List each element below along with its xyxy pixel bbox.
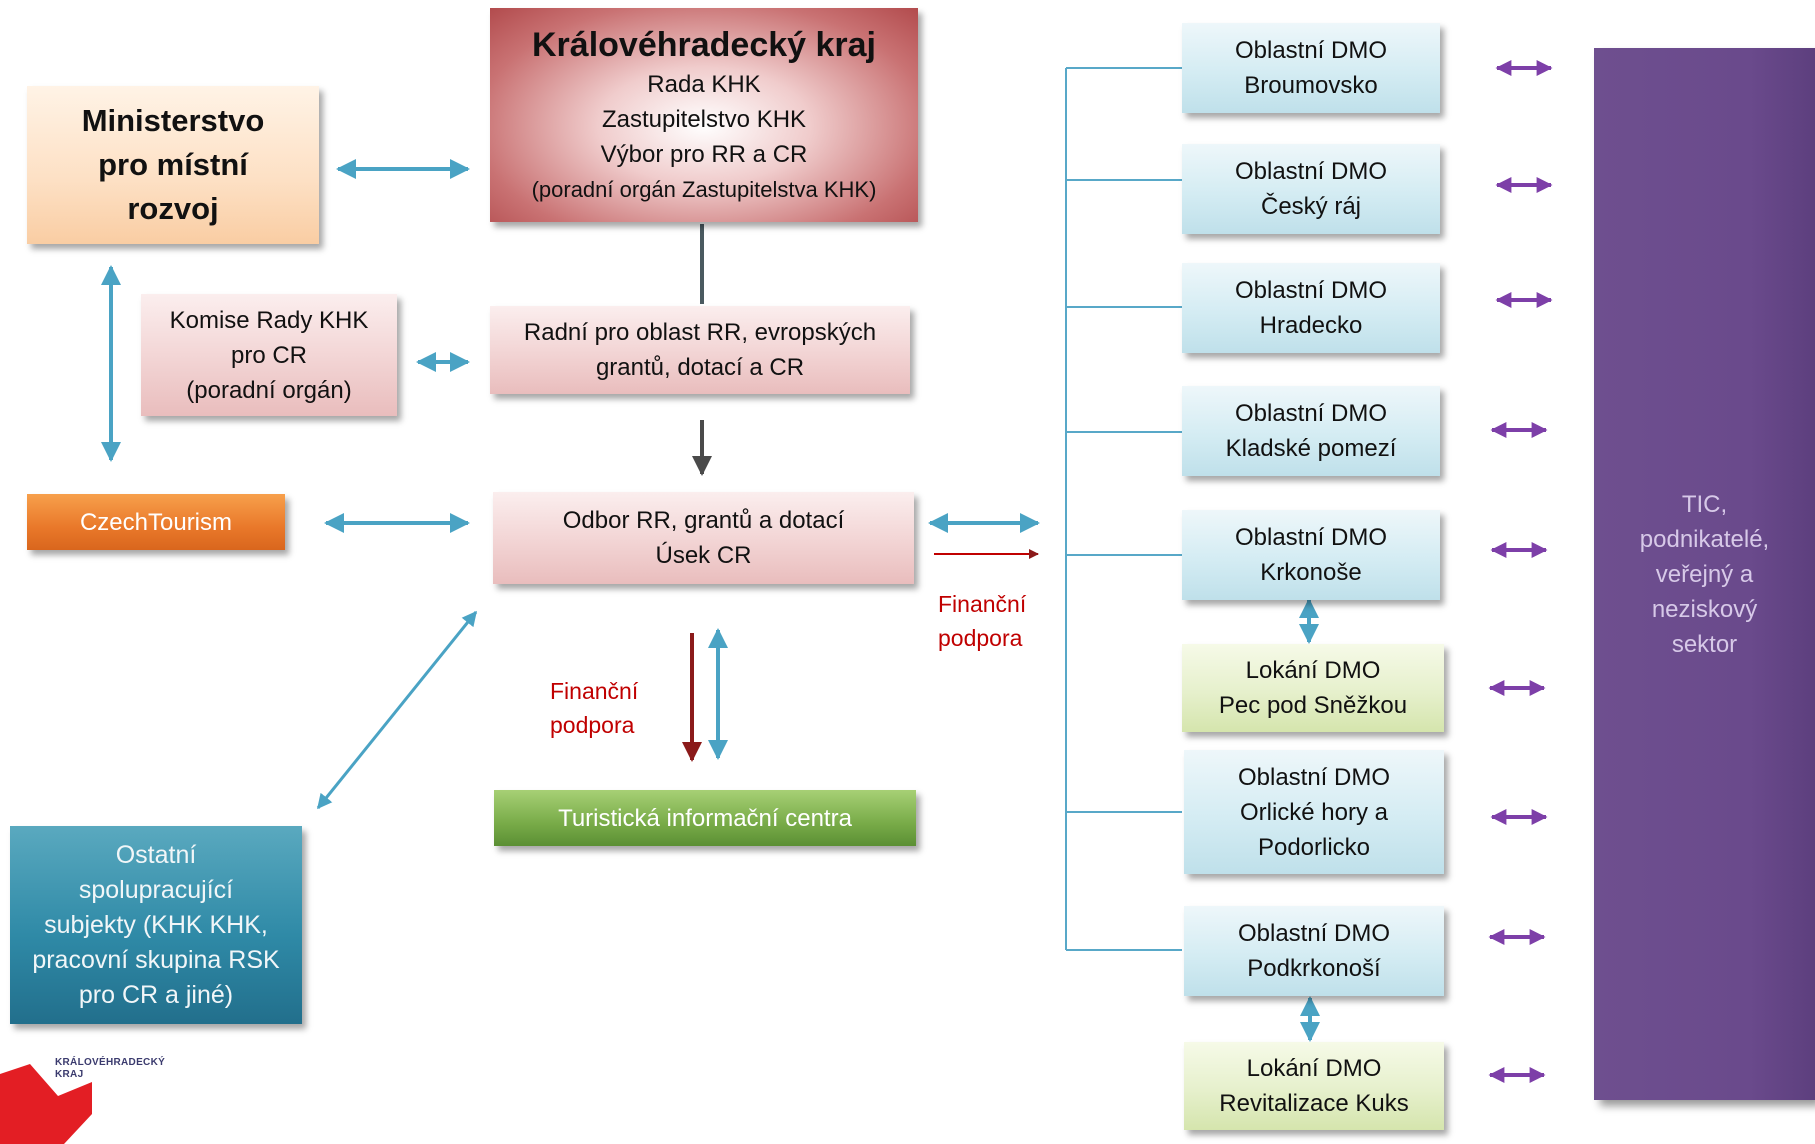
- tic-sektor-line: TIC,: [1681, 490, 1728, 518]
- kraj-box: Královéhradecký kraj Rada KHK Zastupitel…: [490, 8, 918, 222]
- dmo-line: Český ráj: [1260, 193, 1362, 220]
- dmo-line: Kladské pomezí: [1225, 435, 1397, 462]
- dmo-line: Lokání DMO: [1246, 1055, 1382, 1082]
- tic-centra-label: Turistická informační centra: [558, 804, 852, 832]
- kraj-line: Rada KHK: [647, 71, 761, 98]
- kraj-line: Výbor pro RR a CR: [600, 141, 808, 168]
- tic-sektor-box: TIC, podnikatelé, veřejný a neziskový se…: [1594, 48, 1815, 1100]
- logo-text: KRÁLOVÉHRADECKÝ KRAJ: [55, 1057, 165, 1081]
- dmo-line: Krkonoše: [1260, 559, 1362, 586]
- ostatni-line: spolupracující: [78, 875, 234, 904]
- dmo-line: Oblastní DMO: [1237, 763, 1391, 791]
- tic-centra-box: Turistická informační centra: [494, 790, 916, 846]
- kraj-line: (poradní orgán Zastupitelstva KHK): [531, 177, 877, 202]
- dmo-box-podkrkonosi: Oblastní DMO Podkrkonoší: [1184, 906, 1444, 996]
- komise-box: Komise Rady KHK pro CR (poradní orgán): [141, 294, 397, 416]
- tic-sektor-line: veřejný a: [1655, 560, 1754, 588]
- dmo-box-revitalizace-kuks: Lokání DMO Revitalizace Kuks: [1184, 1042, 1444, 1130]
- tic-sektor-line: neziskový: [1651, 595, 1758, 623]
- ostatni-line: pracovní skupina RSK: [32, 945, 280, 974]
- ostatni-line: pro CR a jiné): [78, 980, 234, 1009]
- dmo-line: Podkrkonoší: [1247, 955, 1381, 982]
- czechtourism-box: CzechTourism: [27, 494, 285, 550]
- radni-line: grantů, dotací a CR: [595, 354, 805, 381]
- kraj-logo-icon: [0, 1064, 92, 1144]
- ministerstvo-line: rozvoj: [127, 191, 219, 226]
- dmo-line: Broumovsko: [1244, 72, 1378, 99]
- dmo-box-orlicke-hory: Oblastní DMO Orlické hory a Podorlicko: [1184, 750, 1444, 874]
- financni-line: podpora: [938, 625, 1023, 651]
- dmo-line: Oblastní DMO: [1234, 158, 1388, 185]
- dmo-line: Oblastní DMO: [1234, 37, 1388, 64]
- logo-text-line: KRAJ: [55, 1069, 84, 1080]
- ministerstvo-line: pro místní: [98, 147, 248, 182]
- tic-sektor-line: sektor: [1671, 630, 1738, 658]
- dmo-line: Oblastní DMO: [1237, 920, 1391, 947]
- tic-sektor-line: podnikatelé,: [1639, 525, 1770, 553]
- komise-line: pro CR: [230, 341, 308, 369]
- dmo-line: Revitalizace Kuks: [1219, 1090, 1409, 1117]
- ostatni-box: Ostatní spolupracující subjekty (KHK KHK…: [10, 826, 302, 1024]
- ostatni-line: Ostatní: [115, 840, 197, 869]
- ministerstvo-box: Ministerstvo pro místní rozvoj: [27, 86, 319, 244]
- radni-line: Radní pro oblast RR, evropských: [523, 319, 877, 346]
- dmo-line: Oblastní DMO: [1234, 277, 1388, 304]
- dmo-line: Lokání DMO: [1245, 657, 1381, 684]
- financni-podpora-label-tic: Finanční podpora: [550, 674, 638, 742]
- dmo-line: Pec pod Sněžkou: [1218, 692, 1408, 719]
- dmo-box-kladske-pomezi: Oblastní DMO Kladské pomezí: [1182, 386, 1440, 476]
- odbor-box: Odbor RR, grantů a dotací Úsek CR: [493, 492, 914, 584]
- kraj-line: Zastupitelstvo KHK: [601, 106, 807, 133]
- odbor-line: Úsek CR: [655, 542, 752, 569]
- financni-podpora-label-dmo: Finanční podpora: [938, 587, 1026, 655]
- ministerstvo-line: Ministerstvo: [81, 103, 265, 138]
- financni-line: Finanční: [550, 678, 639, 704]
- radni-box: Radní pro oblast RR, evropských grantů, …: [490, 306, 910, 394]
- dmo-line: Podorlicko: [1257, 833, 1371, 861]
- dmo-box-hradecko: Oblastní DMO Hradecko: [1182, 263, 1440, 353]
- kraj-title: Královéhradecký kraj: [532, 26, 876, 64]
- czechtourism-label: CzechTourism: [79, 508, 233, 536]
- dmo-box-pec-pod-snezkou: Lokání DMO Pec pod Sněžkou: [1182, 644, 1444, 732]
- dmo-line: Oblastní DMO: [1234, 524, 1388, 551]
- odbor-line: Odbor RR, grantů a dotací: [562, 507, 845, 534]
- dmo-box-cesky-raj: Oblastní DMO Český ráj: [1182, 144, 1440, 234]
- dmo-line: Hradecko: [1259, 312, 1363, 339]
- dmo-box-broumovsko: Oblastní DMO Broumovsko: [1182, 23, 1440, 113]
- komise-line: Komise Rady KHK: [169, 306, 369, 334]
- dmo-line: Oblastní DMO: [1234, 400, 1388, 427]
- komise-line: (poradní orgán): [186, 376, 352, 404]
- logo-text-line: KRÁLOVÉHRADECKÝ: [55, 1057, 166, 1068]
- dmo-line: Orlické hory a: [1239, 798, 1389, 826]
- ostatni-line: subjekty (KHK KHK,: [44, 910, 268, 939]
- dmo-box-krkonose: Oblastní DMO Krkonoše: [1182, 510, 1440, 600]
- arrow-odbor-ostatni: [316, 610, 478, 810]
- financni-line: podpora: [550, 712, 635, 738]
- financni-line: Finanční: [938, 591, 1027, 617]
